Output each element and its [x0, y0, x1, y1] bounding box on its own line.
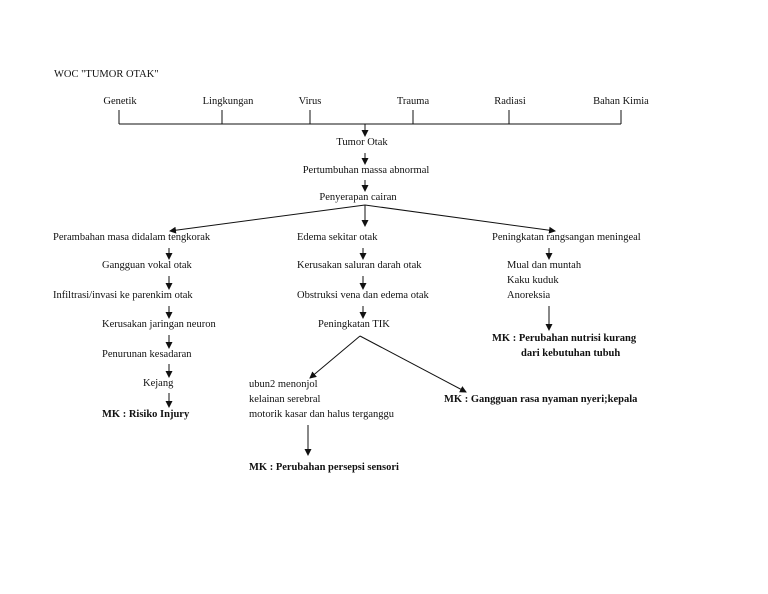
- diagram-title: WOC "TUMOR OTAK": [54, 69, 159, 80]
- sign-kelainan-serebral: kelainan serebral: [249, 394, 321, 405]
- cause-bahan-kimia: Bahan Kimia: [593, 96, 649, 107]
- node-infiltrasi: Infiltrasi/invasi ke parenkim otak: [53, 290, 193, 301]
- node-perambahan-masa: Perambahan masa didalam tengkorak: [53, 232, 211, 243]
- node-kerusakan-saluran: Kerusakan saluran darah otak: [297, 260, 422, 271]
- mk-nutrisi-line1: MK : Perubahan nutrisi kurang: [492, 333, 637, 344]
- sign-motorik: motorik kasar dan halus terganggu: [249, 409, 395, 420]
- node-pertumbuhan-massa: Pertumbuhan massa abnormal: [302, 165, 430, 176]
- mk-risiko-injury: MK : Risiko Injury: [102, 409, 190, 420]
- node-gangguan-vokal: Gangguan vokal otak: [102, 260, 192, 271]
- node-kejang: Kejang: [143, 378, 174, 389]
- branch-left: [169, 204, 366, 234]
- node-obstruksi-vena: Obstruksi vena dan edema otak: [297, 290, 429, 301]
- mk-persepsi-sensori: MK : Perubahan persepsi sensori: [249, 462, 399, 473]
- node-peningkatan-tik: Peningkatan TIK: [318, 319, 390, 330]
- node-edema-sekitar: Edema sekitar otak: [297, 232, 378, 243]
- cause-trauma: Trauma: [396, 96, 430, 107]
- arrow-tik-to-signs: [309, 335, 361, 379]
- mk-rasa-nyaman-nyeri: MK : Gangguan rasa nyaman nyeri;kepala: [444, 394, 638, 405]
- branch-right: [364, 204, 556, 234]
- cause-radiasi: Radiasi: [494, 96, 526, 107]
- node-rangsangan-meningeal: Peningkatan rangsangan meningeal: [492, 232, 641, 243]
- cause-virus: Virus: [298, 96, 322, 107]
- cause-lingkungan: Lingkungan: [202, 96, 254, 107]
- mk-nutrisi-line2: dari kebutuhan tubuh: [521, 348, 621, 359]
- node-penyerapan-cairan: Penyerapan cairan: [319, 192, 397, 203]
- node-mual-muntah: Mual dan muntah: [507, 260, 582, 271]
- arrow-tik-to-pain: [359, 335, 467, 393]
- node-tumor-otak: Tumor Otak: [336, 137, 388, 148]
- node-kerusakan-neuron: Kerusakan jaringan neuron: [102, 319, 216, 330]
- node-anoreksia: Anoreksia: [507, 290, 551, 301]
- node-penurunan-kesadaran: Penurunan kesadaran: [102, 349, 192, 360]
- sign-ubun: ubun2 menonjol: [249, 379, 318, 390]
- cause-genetik: Genetik: [103, 96, 137, 107]
- node-kaku-kuduk: Kaku kuduk: [507, 275, 559, 286]
